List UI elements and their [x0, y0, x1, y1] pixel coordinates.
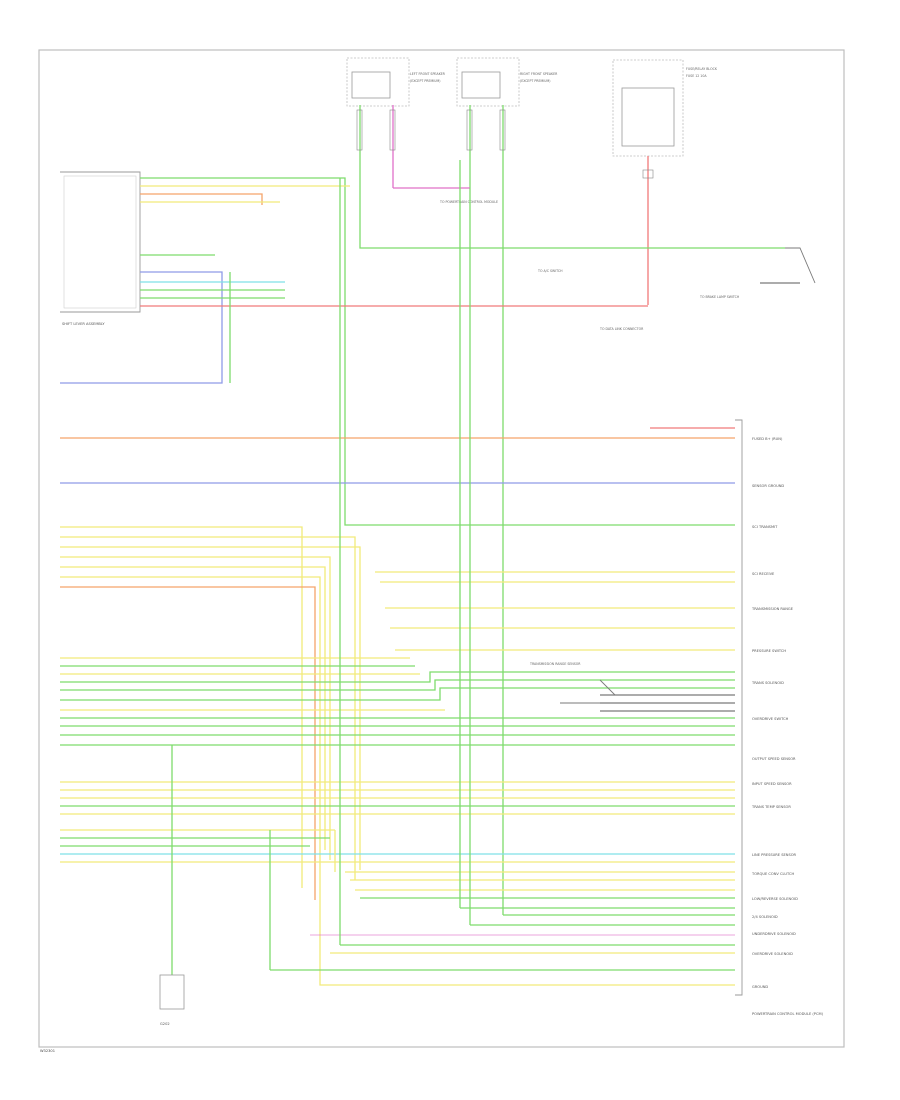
figure-id: W32301: [40, 1049, 55, 1053]
pcm-pin-label: TRANS TEMP SENSOR: [751, 805, 791, 809]
brake-switch-area: TO A/C SWITCH TO BRAKE LAMP SWITCH TO DA…: [359, 160, 816, 331]
pcm-module-name: POWERTRAIN CONTROL MODULE (PCM): [752, 1012, 824, 1016]
pcm-pin-label: 2/4 SOLENOID: [752, 915, 778, 919]
left-speaker-note: (EXCEPT PREMIUM): [410, 79, 441, 83]
pcm-pin-label: OVERDRIVE SOLENOID: [752, 952, 793, 956]
center-note-4: TRANSMISSION RANGE SENSOR: [529, 662, 581, 666]
shift-lever-label: SHIFT LEVER ASSEMBLY: [62, 322, 105, 326]
right-speaker-name: RIGHT FRONT SPEAKER: [520, 72, 558, 76]
pcm-pin-label: LOW/REVERSE SOLENOID: [752, 897, 798, 901]
pcm-pin-label: SCI TRANSMIT: [752, 525, 778, 529]
fuse-relay-block: FUSE/RELAY BLOCK FUSE 12 10A: [612, 59, 718, 305]
pcm-pin-label: OUTPUT SPEED SENSOR: [752, 757, 796, 761]
pcm-pin-label: FUSED B+ (RUN): [752, 437, 783, 441]
pcm-pin-label: UNDERDRIVE SOLENOID: [752, 932, 796, 936]
harness-vertical-wires: [171, 160, 471, 975]
pcm-pin-label: GROUND: [752, 985, 768, 989]
ground-label: G202: [160, 1022, 170, 1026]
pcm-pin-label: TRANS SOLENOID: [751, 681, 784, 685]
right-speaker-note: (EXCEPT PREMIUM): [520, 79, 551, 83]
shift-lever-wires: [60, 177, 735, 526]
harness-horizontal-wires: [60, 427, 735, 986]
fuse-block-name: FUSE/RELAY BLOCK: [686, 67, 718, 71]
right-front-speaker: RIGHT FRONT SPEAKER (EXCEPT PREMIUM): [456, 57, 558, 915]
pcm-connector: FUSED B+ (RUN) SENSOR GROUND SCI TRANSMI…: [735, 419, 824, 1016]
pcm-pin-label: PRESSURE SWITCH: [752, 649, 786, 653]
pcm-pin-label: TRANSMISSION RANGE: [751, 607, 794, 611]
center-note-0: TO POWERTRAIN CONTROL MODULE: [439, 200, 498, 204]
pcm-pin-label: INPUT SPEED SENSOR: [752, 782, 792, 786]
diagram-frame: [38, 49, 845, 1048]
pcm-pin-label: LINE PRESSURE SENSOR: [752, 853, 797, 857]
trans-range-splice: TRANSMISSION RANGE SENSOR: [529, 662, 616, 704]
pcm-pin-label: OVERDRIVE SWITCH: [752, 717, 789, 721]
shift-lever-assembly: SHIFT LEVER ASSEMBLY: [60, 171, 141, 326]
ground-component: G202: [159, 974, 185, 1026]
pcm-pin-label: SENSOR GROUND: [752, 484, 784, 488]
center-note-3: TO DATA LINK CONNECTOR: [599, 327, 644, 331]
fuse-block-note: FUSE 12 10A: [686, 74, 707, 78]
center-note-1: TO A/C SWITCH: [537, 269, 563, 273]
left-speaker-name: LEFT FRONT SPEAKER: [410, 72, 446, 76]
pcm-pin-label: TORQUE CONV CLUTCH: [751, 872, 794, 876]
left-front-speaker: LEFT FRONT SPEAKER (EXCEPT PREMIUM): [346, 57, 446, 188]
center-note-2: TO BRAKE LAMP SWITCH: [699, 295, 740, 299]
pcm-pin-label: SCI RECEIVE: [752, 572, 775, 576]
